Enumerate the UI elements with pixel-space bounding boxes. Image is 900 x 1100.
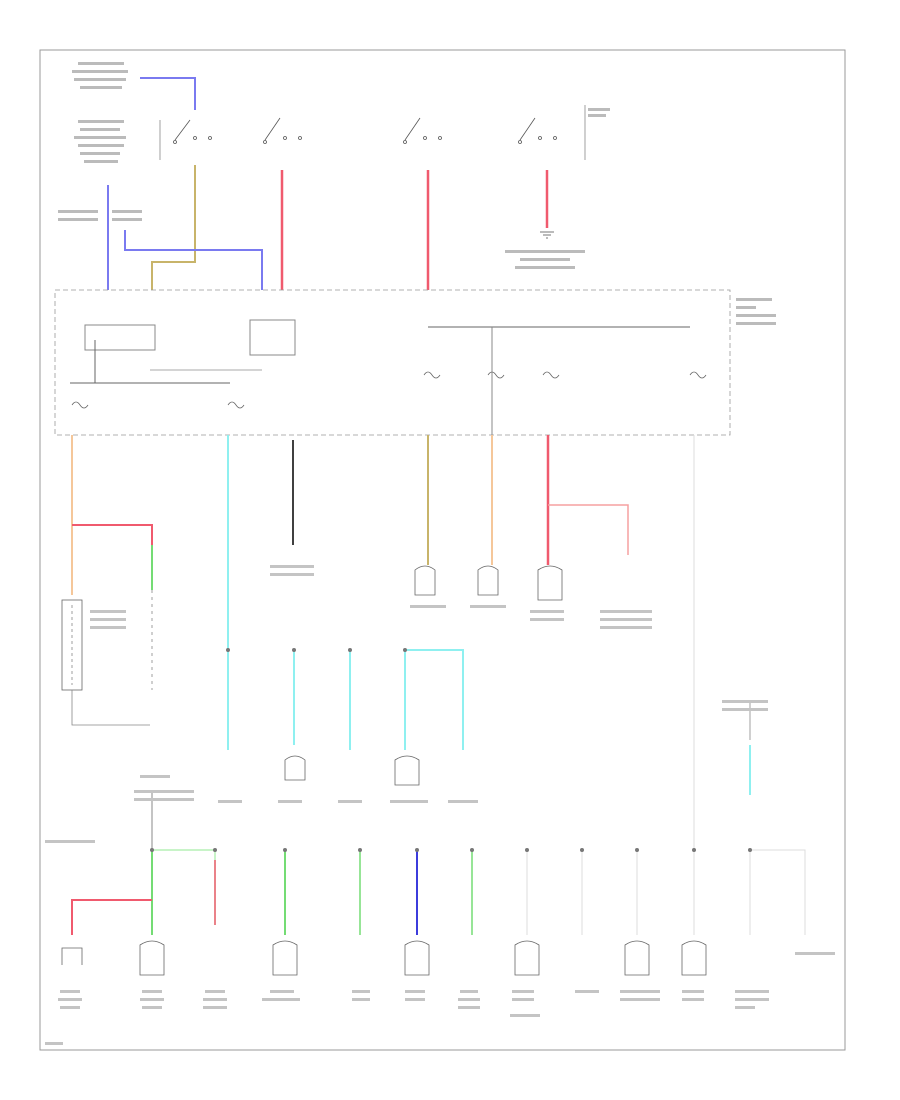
middle-components [61, 565, 563, 726]
ignition-switch-4 [518, 105, 586, 160]
fuse-box-outline [54, 289, 731, 436]
relay [84, 324, 156, 351]
relay-box-2 [249, 319, 296, 356]
top-wires [107, 77, 549, 290]
middle-wires [71, 435, 695, 850]
bottom-splice-points [150, 648, 752, 852]
ground-symbol-top [540, 231, 554, 239]
lower-middle-components [284, 700, 751, 786]
ignition-switch-2 [263, 117, 302, 144]
component-label-marks [45, 565, 835, 1045]
fuse-box-internals [70, 319, 690, 450]
bottom-loads [61, 940, 707, 976]
ignition-switch-1 [159, 119, 212, 160]
diagram-frame [39, 49, 846, 1051]
ignition-switch-3 [403, 117, 442, 144]
top-label-blocks [58, 62, 776, 325]
light-blue-wires [293, 649, 751, 795]
bottom-wires [71, 790, 806, 935]
fuses [71, 371, 707, 409]
top-switch-section [159, 105, 586, 160]
